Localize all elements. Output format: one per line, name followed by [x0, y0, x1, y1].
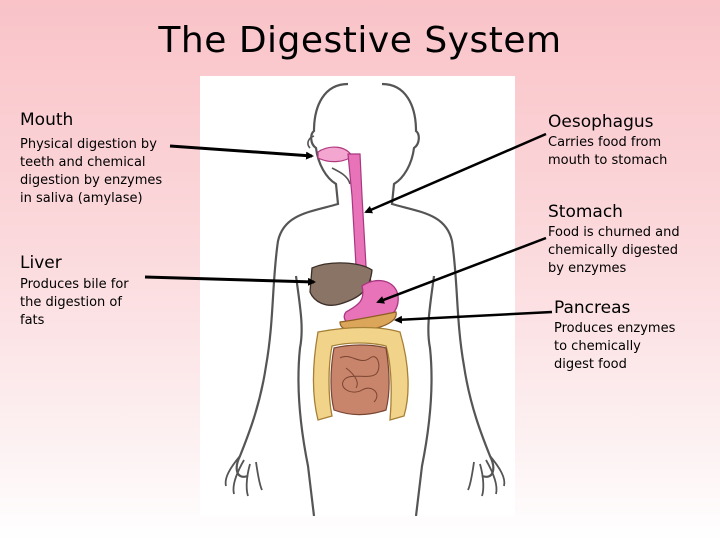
mouth-description: Physical digestion by teeth and chemical…	[20, 136, 162, 208]
small-intestine	[330, 344, 390, 416]
liver-description-line: the digestion of	[20, 295, 122, 310]
page-title: The Digestive System	[158, 20, 562, 61]
stomach-description-line: Food is churned and	[548, 225, 680, 240]
body-figure-panel	[200, 76, 515, 517]
pancreas-description-line: digest food	[554, 357, 627, 372]
mouth-heading: Mouth	[20, 110, 74, 130]
liver-description-line: fats	[20, 313, 45, 328]
mouth-description-line: digestion by enzymes	[20, 173, 163, 188]
right-hand	[467, 455, 506, 497]
pancreas-description-line: Produces enzymes	[554, 321, 676, 336]
pancreas-arrow	[394, 310, 553, 324]
mouth-description-line: teeth and chemical	[20, 155, 146, 170]
stomach-description-line: chemically digested	[548, 243, 679, 258]
liver-description-line: Produces bile for	[20, 277, 129, 292]
stomach-description-line: by enzymes	[548, 261, 627, 276]
liver-arrow	[144, 275, 316, 286]
stomach-description: Food is churned and chemically digested …	[548, 224, 680, 278]
oesophagus-description-line: mouth to stomach	[548, 153, 668, 168]
oesophagus-description-line: Carries food from	[548, 135, 662, 150]
mouth-description-line: in saliva (amylase)	[20, 191, 143, 206]
mouth-description-line: Physical digestion by	[20, 137, 157, 152]
mouth-arrow	[169, 144, 314, 160]
oesophagus-heading: Oesophagus	[548, 112, 654, 132]
left-hand	[224, 455, 263, 497]
pancreas-heading: Pancreas	[554, 298, 631, 318]
stomach-arrow	[376, 236, 547, 304]
body-outline	[235, 82, 495, 517]
oesophagus-arrow	[364, 132, 547, 214]
stomach-heading: Stomach	[548, 202, 623, 222]
large-intestine	[312, 326, 409, 421]
liver-description: Produces bile for the digestion of fats	[20, 276, 129, 330]
human-body-diagram	[224, 82, 506, 517]
small-intestine-coils	[339, 356, 380, 403]
liver-heading: Liver	[20, 253, 62, 273]
pancreas-description-line: to chemically	[554, 339, 641, 354]
pancreas-description: Produces enzymes to chemically digest fo…	[554, 320, 675, 374]
oesophagus-description: Carries food from mouth to stomach	[548, 134, 667, 170]
